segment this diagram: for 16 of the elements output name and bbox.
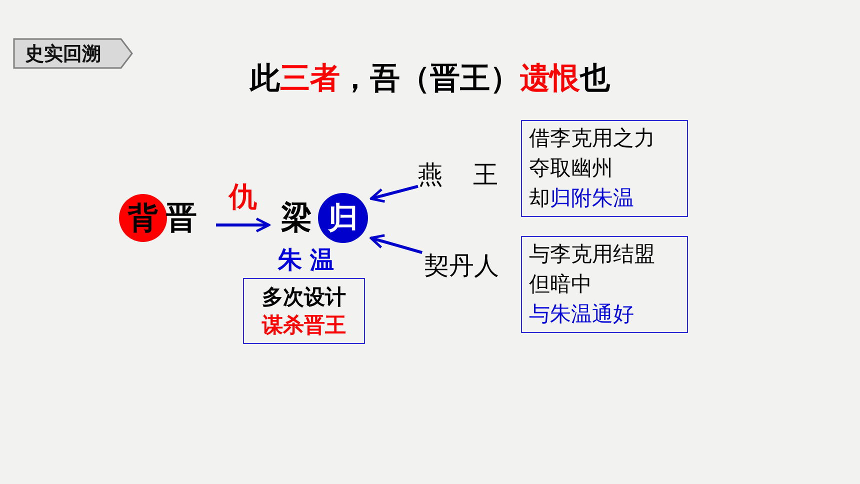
arrow	[370, 234, 422, 254]
note-box: 与李克用结盟 但暗中 与朱温通好	[521, 236, 688, 333]
arrow	[370, 184, 418, 203]
arrow	[216, 218, 270, 232]
character: 晋	[166, 198, 202, 238]
name-text: 燕 王	[418, 158, 504, 192]
note-box: 多次设计 谋杀晋王	[243, 278, 365, 344]
character: 梁	[281, 198, 317, 238]
title: 此三者，吾（晋王）遗恨也	[248, 60, 612, 98]
name-label: 朱 温	[276, 245, 336, 276]
edge-label: 仇	[229, 179, 257, 215]
section-tag: 史实回溯	[13, 38, 133, 69]
note-box: 借李克用之力 夺取幽州 却归附朱温	[521, 120, 688, 217]
name-text: 契丹人	[424, 249, 514, 283]
character-circle: 归	[318, 193, 368, 243]
character-circle: 背	[119, 194, 167, 242]
